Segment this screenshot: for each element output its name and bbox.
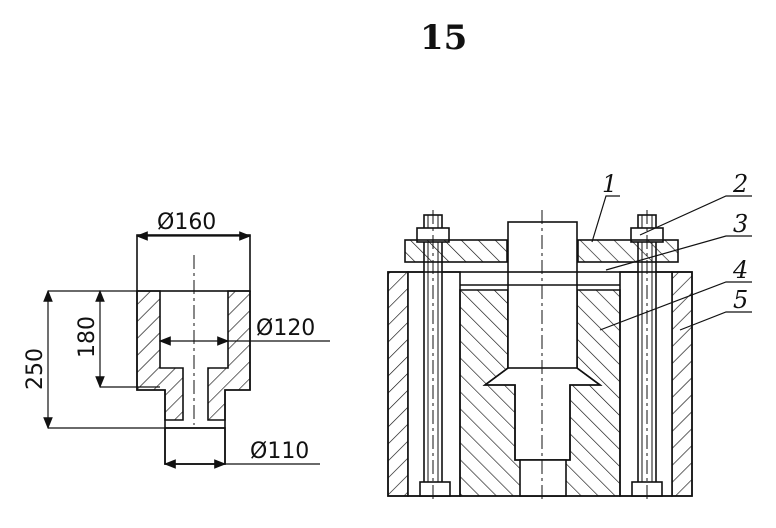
callout-leaders xyxy=(591,195,752,331)
right-assembly-section xyxy=(387,210,693,500)
dim-total-height: 250 xyxy=(23,348,48,390)
dim-cavity-depth: 180 xyxy=(75,316,100,358)
callout-1: 1 xyxy=(602,170,617,198)
dim-top-diameter: Ø160 xyxy=(157,210,216,235)
die-wall-right xyxy=(207,290,251,421)
left-dimensions xyxy=(43,231,330,469)
top-plate-left xyxy=(404,239,508,263)
page-number: 15 xyxy=(420,18,468,58)
container-wall-right xyxy=(671,271,693,497)
container-wall-left xyxy=(387,271,409,497)
dim-bottom-diameter: Ø110 xyxy=(250,439,309,464)
top-plate-right xyxy=(577,239,679,263)
left-die-section xyxy=(136,234,251,465)
dim-inner-diameter: Ø120 xyxy=(256,316,315,341)
die-wall-left xyxy=(136,290,184,421)
callout-5: 5 xyxy=(733,286,748,314)
callout-3: 3 xyxy=(733,210,748,238)
stem-bottom xyxy=(164,427,226,465)
callout-2: 2 xyxy=(732,170,748,198)
callout-4: 4 xyxy=(732,256,748,284)
